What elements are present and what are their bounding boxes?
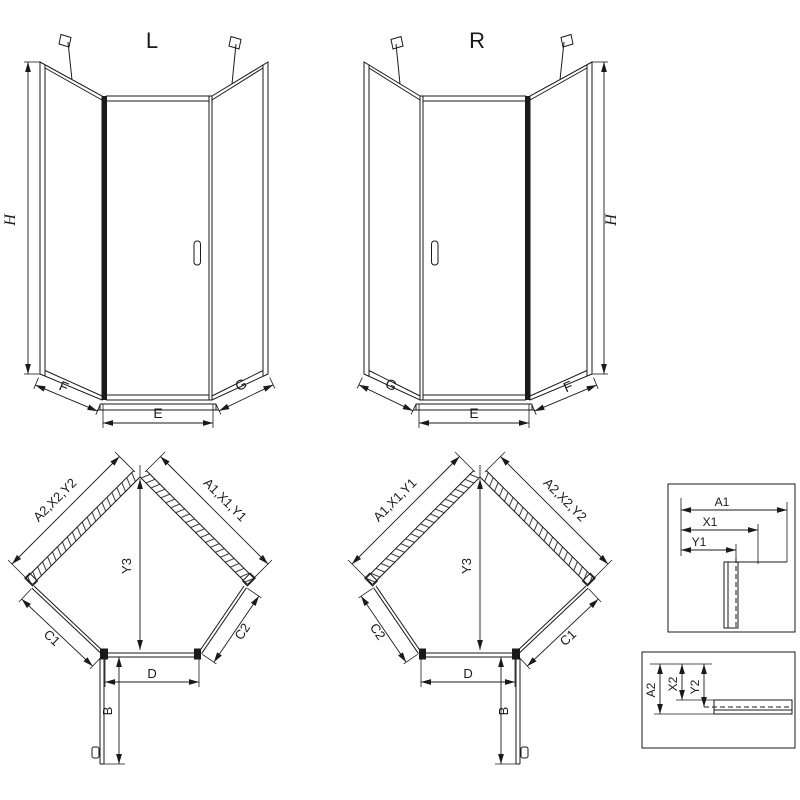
detail-box-bottom: A2 X2 Y2: [641, 651, 796, 749]
plan-left-upper-left-label: A2,X2,Y2: [30, 475, 79, 524]
front-right-geometry: [357, 35, 608, 429]
front-right-dim-h-label: H: [603, 213, 620, 227]
plan-right-c1-label: C1: [557, 627, 579, 649]
plan-right-upper-left-label: A1,X1,Y1: [370, 475, 419, 524]
front-right-dim-e-label: E: [469, 405, 478, 421]
front-right-dim-g-label: G: [383, 375, 400, 394]
detail-top-x1-label: X1: [703, 515, 718, 529]
plan-right-d-label: D: [463, 666, 472, 681]
front-right-title: R: [469, 28, 485, 53]
plan-view-right: A1,X1,Y1 A2,X2,Y2 Y3 C2 C1 D B: [348, 452, 612, 764]
front-left-dim-e-label: E: [153, 405, 162, 421]
front-view-left: L H F E G: [2, 28, 275, 428]
plan-view-left: A2,X2,Y2 A1,X1,Y1 Y3 C1 C2 D B: [8, 452, 272, 764]
plan-left-y3-label: Y3: [119, 558, 134, 574]
detail-top-a1-label: A1: [715, 495, 730, 509]
detail-bottom-y2-label: Y2: [688, 679, 702, 694]
plan-left-b-label: B: [100, 707, 115, 716]
detail-top-y1-label: Y1: [692, 535, 707, 549]
plan-left-c1-label: C1: [41, 627, 63, 649]
detail-top-border: [667, 483, 796, 633]
plan-left-upper-right-label: A1,X1,Y1: [200, 475, 249, 524]
detail-bottom-border: [641, 651, 796, 749]
plan-right-upper-right-label: A2,X2,Y2: [540, 475, 589, 524]
front-left-title: L: [146, 28, 158, 53]
plan-right-y3-label: Y3: [459, 558, 474, 574]
plan-left-c2-label: C2: [231, 620, 253, 642]
front-left-geometry: [24, 35, 275, 429]
detail-bottom-a2-label: A2: [644, 682, 658, 697]
front-right-dim-f-label: F: [561, 377, 575, 395]
plan-left-d-label: D: [147, 666, 156, 681]
plan-right-b-label: B: [496, 707, 511, 716]
detail-bottom-x2-label: X2: [666, 676, 680, 691]
wall-profile-section: [723, 561, 739, 629]
front-left-dim-h-label: H: [2, 213, 19, 227]
front-view-right: R H G E F: [357, 28, 620, 428]
detail-box-top: A1 X1 Y1: [667, 483, 796, 633]
plan-right-c2-label: C2: [367, 620, 389, 642]
front-left-dim-g-label: G: [232, 375, 249, 394]
